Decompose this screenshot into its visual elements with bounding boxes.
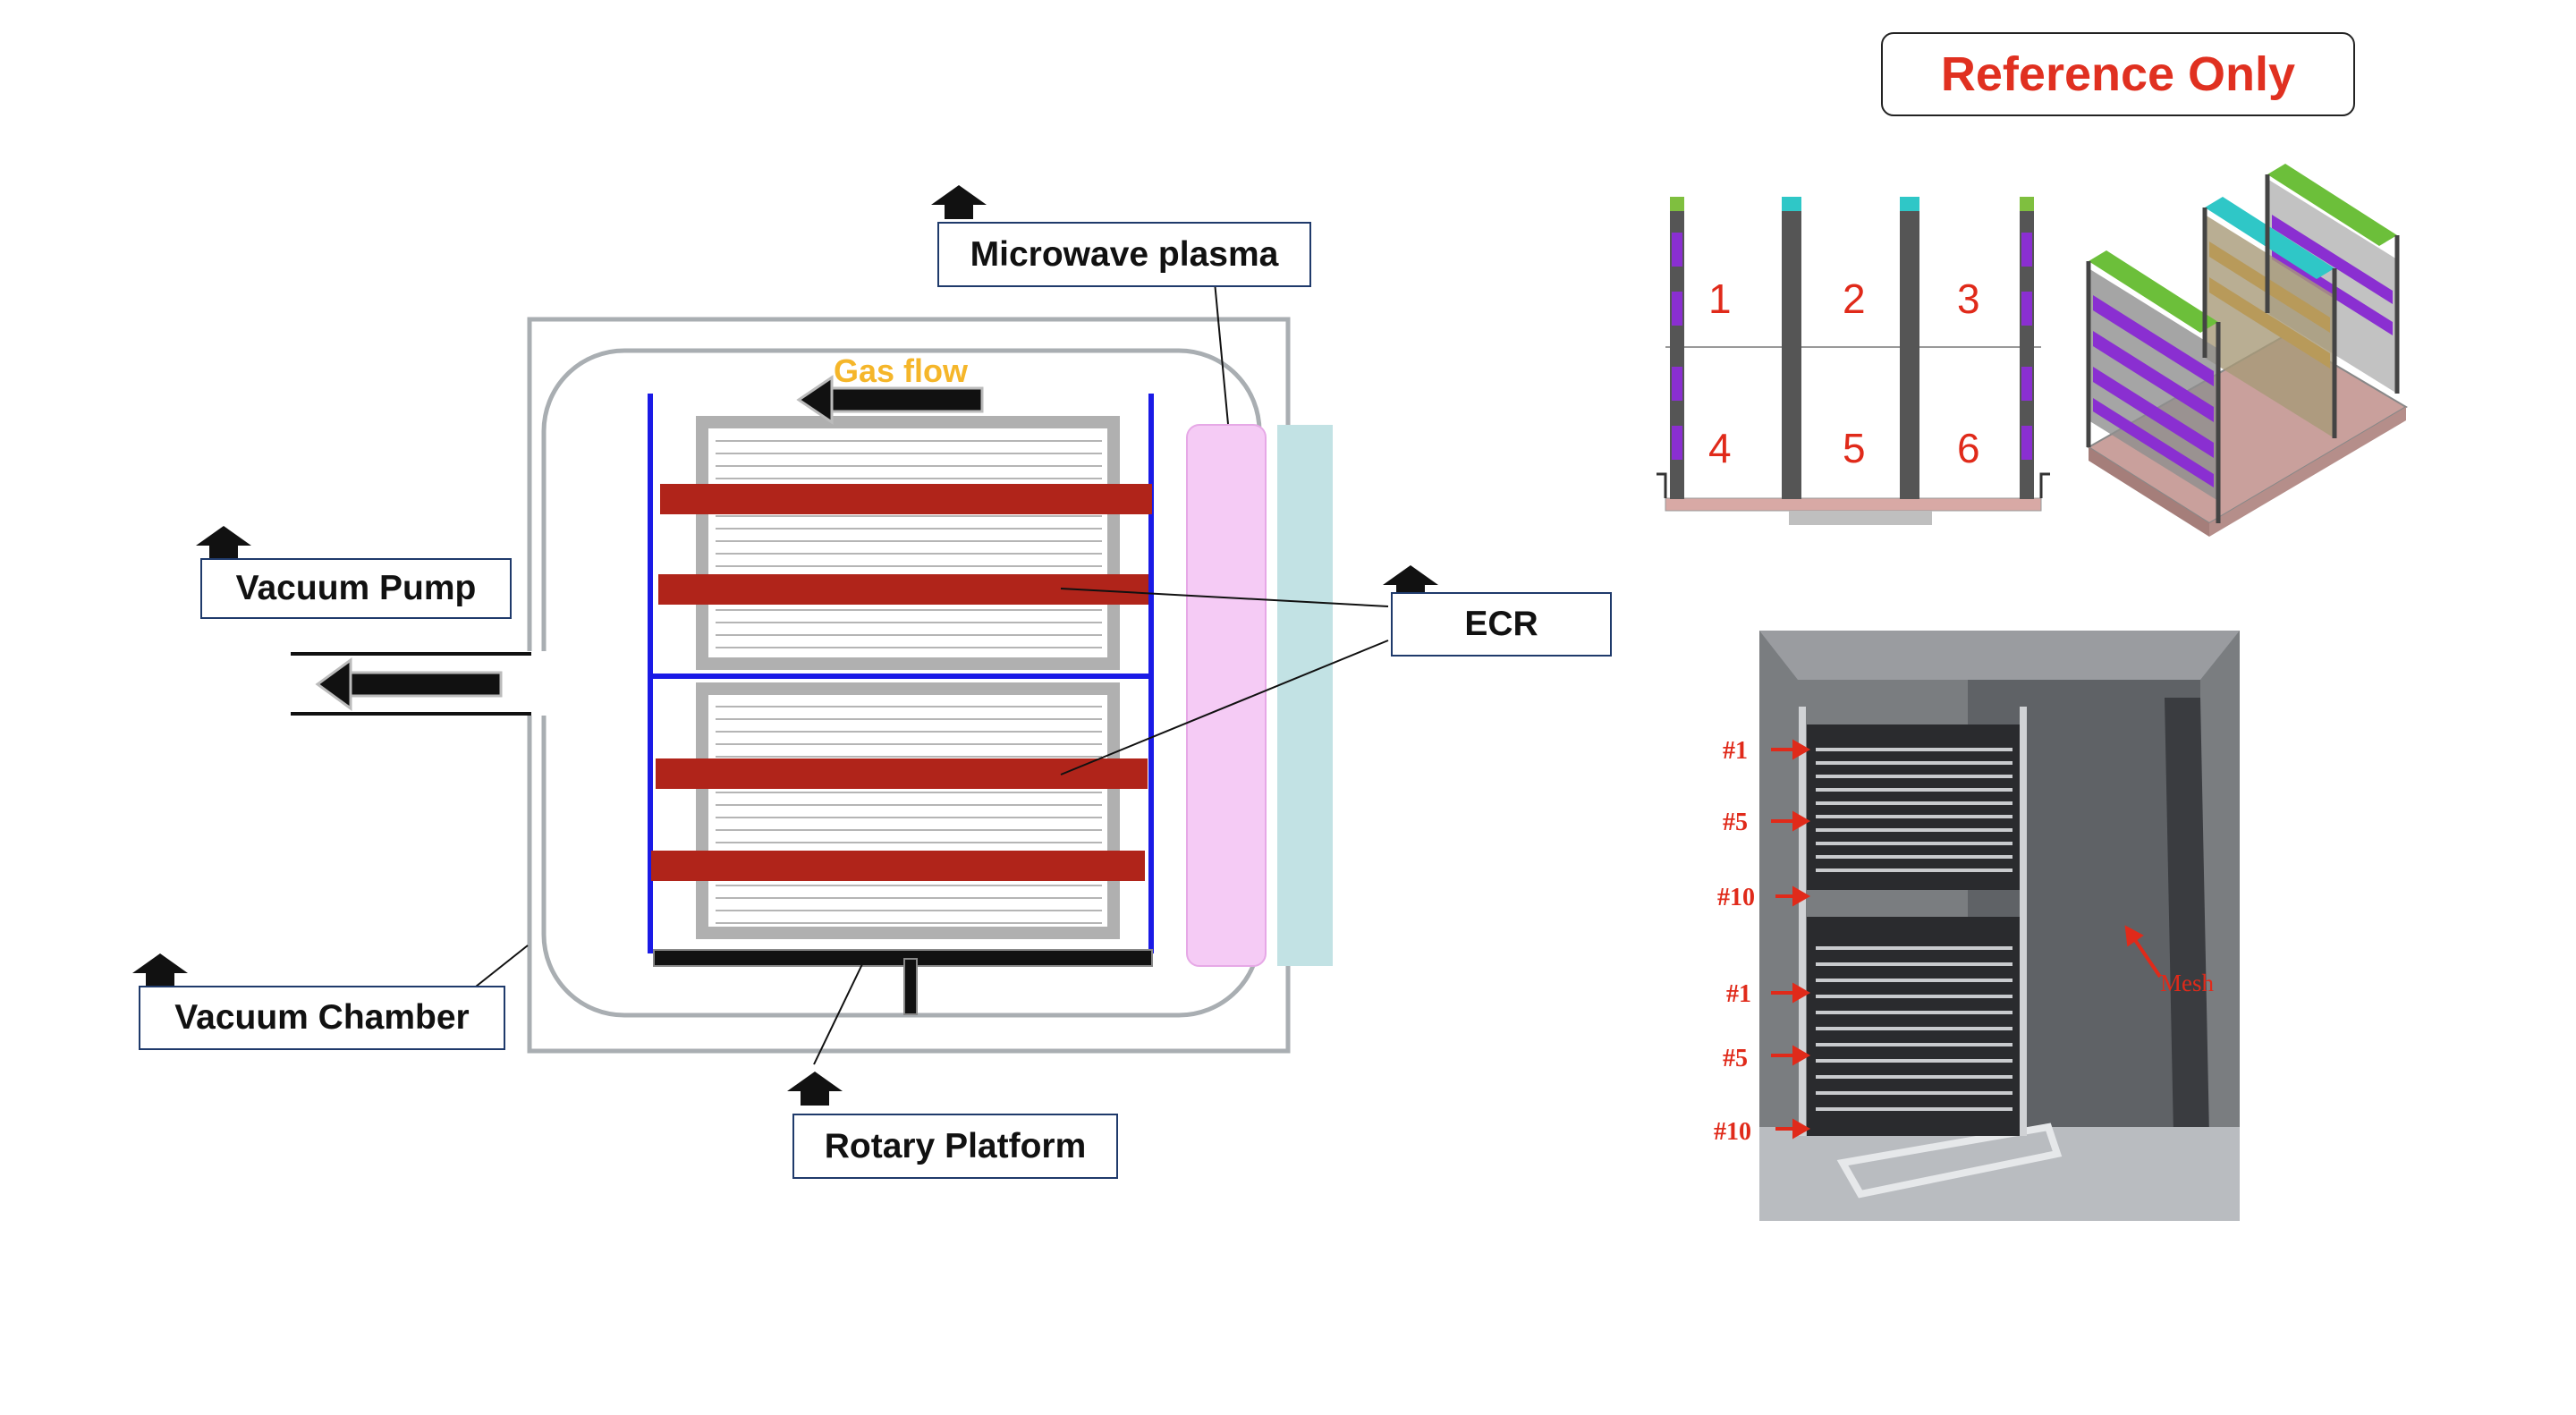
photo-marker-lower-5: #5 — [1723, 1045, 1748, 1072]
pump-port-gap — [523, 651, 552, 716]
ecr-label: ECR — [1391, 592, 1612, 657]
microwave-plasma-tube — [1186, 424, 1267, 967]
rack-slot-5: 5 — [1843, 425, 1866, 471]
photo-marker-labels: #1 #5 #10 #1 #5 #10 Mesh — [1714, 737, 2214, 1146]
upper-wafer-stack — [696, 416, 1120, 670]
photo-marker-mesh: Mesh — [2160, 970, 2214, 996]
pointer-arrow-icons — [132, 185, 1438, 1106]
lower-wafer-stack — [696, 682, 1120, 939]
rack-slot-1: 1 — [1708, 275, 1732, 322]
pump-arrow-icon — [315, 657, 503, 711]
rotary-platform-label: Rotary Platform — [792, 1114, 1118, 1179]
rack-slot-6: 6 — [1957, 425, 1980, 471]
photo-marker-upper-5: #5 — [1723, 809, 1748, 836]
rack-front-view — [1657, 197, 2050, 525]
photo-marker-upper-1: #1 — [1723, 737, 1748, 765]
gas-flow-label: Gas flow — [834, 352, 969, 389]
vacuum-pump-label: Vacuum Pump — [200, 558, 512, 619]
ecr-panel — [1277, 425, 1333, 966]
rack-slot-4: 4 — [1708, 425, 1732, 471]
rack-slot-2: 2 — [1843, 275, 1866, 322]
chamber-photo — [1759, 631, 2240, 1221]
vacuum-chamber-label: Vacuum Chamber — [139, 986, 505, 1050]
gas-flow-arrow-icon — [796, 375, 984, 425]
leader-lines — [475, 281, 1389, 1065]
photo-marker-lower-10: #10 — [1714, 1118, 1751, 1146]
rotary-platform-shape — [653, 949, 1153, 1015]
reference-only-badge: Reference Only — [1881, 32, 2355, 116]
photo-marker-upper-10: #10 — [1717, 884, 1755, 911]
rack-isometric-view — [2086, 164, 2408, 537]
rack-slot-numbers: 1 2 3 4 5 6 — [1708, 275, 1980, 471]
photo-marker-lower-1: #1 — [1726, 980, 1751, 1008]
rack-slot-3: 3 — [1957, 275, 1980, 322]
microwave-plasma-label: Microwave plasma — [937, 222, 1311, 287]
